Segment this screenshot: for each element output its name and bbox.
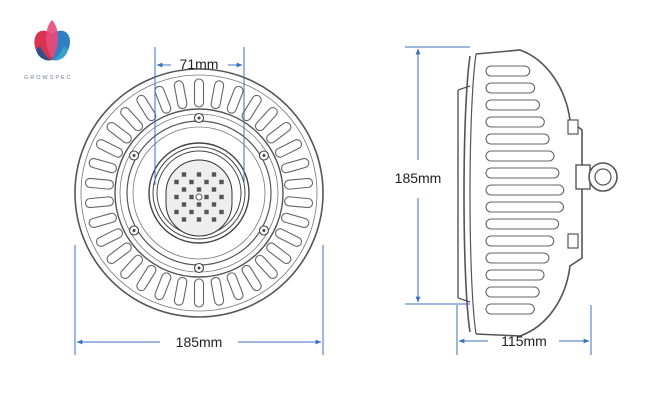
brand-name: GROWSPEC: [24, 75, 73, 81]
side-depth-label: 115mm: [501, 333, 547, 349]
led-module: [165, 159, 233, 237]
heatsink-fins: [84, 78, 314, 308]
front-width-label: 185mm: [176, 334, 223, 350]
dim-front-width: 185mm: [74, 245, 324, 355]
lotus-icon: [34, 20, 71, 61]
side-view: [457, 49, 618, 337]
side-height-label: 185mm: [395, 170, 442, 186]
hook-mount: [575, 164, 591, 190]
dim-led-module-width: 71mm: [154, 47, 245, 185]
dim-side-height: 185mm: [395, 46, 470, 305]
dim-side-depth: 115mm: [456, 305, 592, 355]
front-view: [74, 68, 324, 318]
mounting-screws: [128, 112, 270, 274]
led-module-width-label: 71mm: [180, 56, 219, 72]
side-heatsink-fins: [485, 65, 565, 315]
led-chips: [174, 172, 224, 222]
growspec-logo: GROWSPEC: [24, 20, 73, 81]
